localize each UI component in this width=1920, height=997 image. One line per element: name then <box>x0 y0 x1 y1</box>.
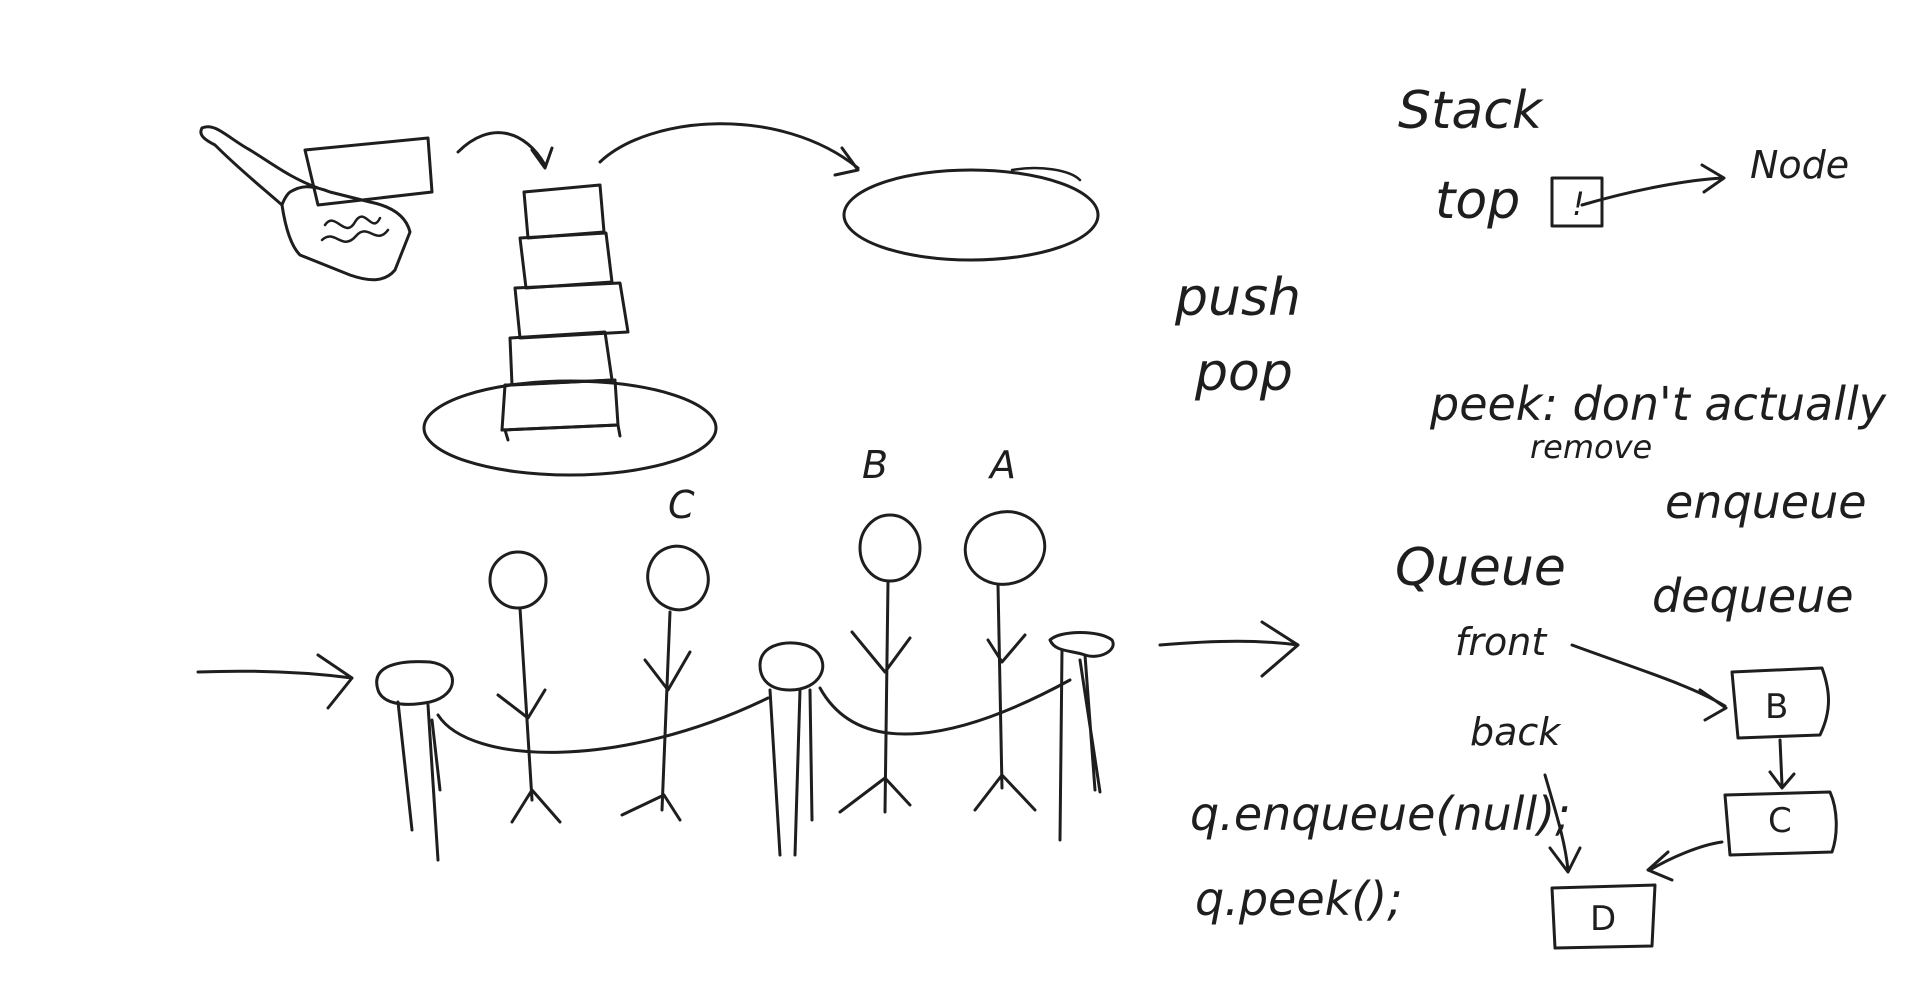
arrow-hand-to-stack <box>456 131 554 170</box>
removed-plate-sketch <box>842 168 1100 262</box>
person-head <box>858 513 922 583</box>
queue-illustration: C B A <box>196 443 1300 862</box>
queue-node-b-label: B <box>1765 687 1788 727</box>
arrow-front-to-node-b <box>1570 643 1728 722</box>
held-plate-sketch <box>303 136 434 207</box>
stanchion-post-3 <box>1048 631 1115 842</box>
stanchion-post-1 <box>375 660 454 862</box>
queue-node-d-label: D <box>1590 899 1616 939</box>
queue-node-c-label: C <box>1768 801 1792 841</box>
peek-note-line1: peek: don't actually <box>1429 377 1887 431</box>
arrow-top-to-node <box>1580 163 1726 207</box>
queue-node-d-box <box>1550 883 1657 950</box>
table-sketch <box>422 379 718 477</box>
arrow-node-c-to-d <box>1646 840 1724 882</box>
top-label: top <box>1435 171 1520 231</box>
stack-title: Stack <box>1398 81 1544 141</box>
person-body <box>973 583 1037 812</box>
person-head <box>488 550 548 610</box>
person-body <box>620 610 692 822</box>
code-line-enqueue: q.enqueue(null); <box>1190 787 1571 841</box>
pop-label: pop <box>1194 343 1293 403</box>
arrow-out-of-line <box>1158 620 1300 678</box>
person-label-b: B <box>862 443 888 487</box>
code-line-peek: q.peek(); <box>1195 872 1403 926</box>
top-pointer-symbol: ! <box>1572 185 1585 223</box>
person-label-c: C <box>668 483 695 527</box>
arrow-back-to-node-d <box>1543 773 1582 874</box>
front-label: front <box>1455 620 1548 664</box>
peek-note-line2: remove <box>1530 428 1652 466</box>
stanchion-rope-2 <box>818 678 1072 736</box>
hand-fingers-sketch <box>320 215 390 243</box>
arrow-stack-to-plate <box>598 122 860 177</box>
enqueue-label: enqueue <box>1665 475 1867 529</box>
arrow-node-b-to-c <box>1768 738 1796 790</box>
stanchion-rope-1 <box>436 696 770 754</box>
queue-title: Queue <box>1395 538 1566 598</box>
person-body <box>496 606 562 824</box>
top-pointer-box <box>1550 176 1604 228</box>
plate-stack-sketch <box>500 183 630 442</box>
person-label-a: A <box>987 443 1016 487</box>
person-head <box>646 544 710 612</box>
queue-node-b-box <box>1730 666 1830 740</box>
dequeue-label: dequeue <box>1652 569 1854 623</box>
stack-illustration <box>199 122 1100 477</box>
push-label: push <box>1174 268 1301 328</box>
person-head <box>963 510 1047 586</box>
back-label: back <box>1470 710 1562 754</box>
person-body <box>838 580 912 814</box>
arrow-into-line <box>196 653 354 710</box>
stanchion-post-2 <box>758 641 825 857</box>
node-label: Node <box>1750 143 1849 187</box>
hand-sketch <box>199 125 412 282</box>
queue-node-c-box <box>1723 790 1838 857</box>
